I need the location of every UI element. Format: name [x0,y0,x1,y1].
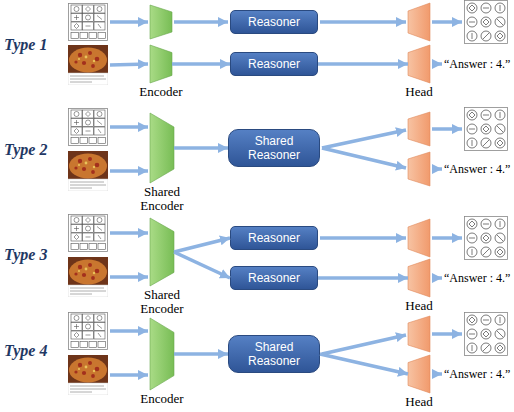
pizza-input [68,257,108,297]
head-shape [408,112,430,146]
puzzle-output [465,313,508,356]
module-label: Head [383,395,455,409]
module-label: Head [383,85,455,99]
head-fill [408,45,430,83]
flow-arrow [174,20,228,24]
head-trapezoid: Head [408,355,430,393]
puzzle-input [69,109,108,146]
module-label: Shared Encoder [126,185,198,213]
flow-arrow [110,20,148,24]
reasoner-box: Reasoner [230,10,318,34]
puzzle-output [465,1,508,44]
answer-text: “Answer : 4.” [444,162,510,176]
flow-arrow [110,329,148,333]
flow-arrows [110,22,462,375]
module-label: Encoder [126,392,198,406]
flow-arrow [322,335,406,354]
head-shape [408,152,430,186]
flow-arrow [110,231,148,235]
flow-arrow [110,64,148,65]
module-label: Shared Encoder [126,288,198,316]
head-trapezoid: Head [408,45,430,83]
puzzle-input [69,313,108,350]
puzzle-input [69,215,108,252]
shared-reasoner-box: Shared Reasoner [228,129,320,167]
encoder-fill [150,113,174,183]
flow-arrow [432,20,462,24]
type-label: Type 3 [4,246,47,264]
flow-arrow [432,167,442,171]
head-trapezoid: Head [408,259,430,297]
flow-arrow [110,125,148,129]
encoder-fill [150,45,172,83]
flow-arrow [432,332,462,336]
encoder-shape [150,218,174,286]
encoder-shape [150,5,172,39]
puzzle-input [69,4,108,41]
reasoner-box: Reasoner [230,266,318,290]
answer-text: “Answer : 4.” [444,271,510,285]
head-shape [408,3,430,41]
flow-arrow [432,276,442,280]
encoder-fill [150,318,174,390]
reasoner-box: Reasoner [230,52,318,76]
encoder-trapezoid: Shared Encoder [150,218,174,286]
module-text: Reasoner [248,57,300,71]
head-fill [408,355,430,393]
answer-text: “Answer : 4.” [444,367,510,381]
module-text: Reasoner [248,231,300,245]
flow-connector [320,354,408,374]
module-label: Head [383,299,455,313]
type-label: Type 2 [4,141,47,159]
flow-arrow [432,236,462,240]
flow-arrow [432,127,462,131]
pizza-input [68,45,108,85]
flow-connector [174,146,228,150]
head-shape [408,259,430,297]
type-label: Type 4 [4,342,47,360]
encoder-trapezoid: Shared Encoder [150,113,174,183]
flow-arrow [110,373,148,377]
module-text: Reasoner [248,271,300,285]
pizza-input [68,355,108,395]
flow-connector [174,238,230,252]
type-label: Type 1 [4,36,47,54]
reasoner-box: Reasoner [230,226,318,250]
flow-connector [174,352,228,356]
module-text: Shared Reasoner [241,134,307,162]
flow-arrow [432,372,442,376]
answer-text: “Answer : 4.” [444,57,510,71]
encoder-shape [150,45,172,83]
head-shape [408,45,430,83]
head-shape [408,219,430,257]
puzzle-output [465,108,508,151]
head-shape [408,316,430,352]
encoder-shape [150,318,174,390]
flow-connector [174,252,230,278]
head-shape [408,355,430,393]
encoder-shape [150,113,174,183]
flow-connector [172,62,230,66]
encoder-fill [150,218,174,286]
module-text: Shared Reasoner [241,340,307,368]
flow-arrow [110,275,148,279]
flow-connector [318,62,408,66]
flow-arrow [322,148,406,168]
flow-arrow [432,62,442,66]
flow-arrow [322,130,406,148]
flow-arrow [110,169,148,173]
encoder-trapezoid: Encoder [150,45,172,83]
pizza-input [68,151,108,191]
puzzle-output [465,217,508,260]
module-label: Encoder [125,85,197,99]
flow-arrow [320,236,406,240]
shared-reasoner-box: Shared Reasoner [228,335,320,373]
head-fill [408,259,430,297]
module-text: Reasoner [248,15,300,29]
flow-arrow [320,20,406,24]
encoder-trapezoid: Encoder [150,318,174,390]
flow-connector [318,276,408,280]
